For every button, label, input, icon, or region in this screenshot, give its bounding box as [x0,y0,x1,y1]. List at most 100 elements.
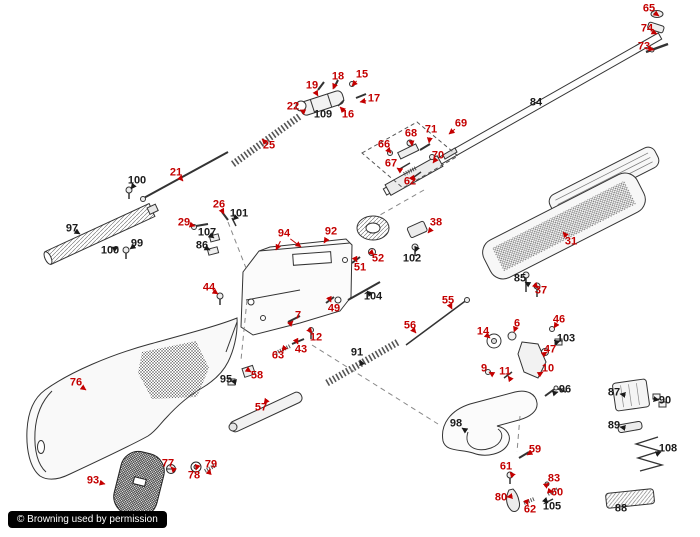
leader-line-62 [523,498,529,506]
part-label-83: 83 [547,472,561,485]
part-label-68: 68 [404,127,418,140]
part-label-26: 26 [212,198,226,211]
leader-line-11 [508,375,514,383]
leader-line-65 [652,10,660,16]
leader-line-51 [351,255,357,263]
part-label-57: 57 [254,401,268,414]
leader-line-100 [131,182,137,190]
leader-line-71 [426,137,433,144]
part-label-62: 62 [403,175,417,188]
part-label-91: 91 [350,346,364,359]
leader-line-47 [540,352,548,358]
leader-lines [73,10,662,506]
leader-line-85 [524,282,532,288]
leader-line-52 [367,248,375,256]
leader-line-57 [264,397,270,405]
part-label-61: 61 [499,460,513,473]
leader-line-83 [542,483,550,489]
leader-line-93 [98,479,106,486]
part-label-25: 25 [262,139,276,152]
hammer-sear-group [486,327,567,397]
part-label-94: 94 [277,227,291,240]
part-label-67: 67 [384,157,398,170]
leader-line-94 [276,241,282,251]
leader-line-29 [188,221,196,228]
leader-line-66 [385,146,391,154]
part-label-38: 38 [429,216,443,229]
leader-line-21 [177,174,183,182]
part-label-78: 78 [187,469,201,482]
leader-line-19 [312,89,318,97]
part-label-97: 97 [65,222,79,235]
leader-line-43 [292,337,298,345]
part-label-74: 74 [640,22,654,35]
part-label-9: 9 [480,362,488,375]
leader-line-10 [536,372,544,378]
part-label-51: 51 [353,261,367,274]
part-label-15: 15 [355,68,369,81]
leader-line-7 [286,320,294,328]
leader-line-44 [211,288,219,294]
part-label-21: 21 [169,166,183,179]
part-label-90: 90 [658,394,672,407]
part-label-105: 105 [542,500,562,513]
leader-line-103 [553,339,561,346]
leader-line-18 [332,82,338,90]
part-label-37: 37 [534,284,548,297]
part-label-63: 63 [271,349,285,362]
part-label-22: 22 [286,100,300,113]
part-label-84: 84 [529,96,543,109]
part-label-44: 44 [202,281,216,294]
leader-line-12 [306,326,312,334]
part-label-43: 43 [294,343,308,356]
leader-line-26 [218,207,224,215]
leader-line-105 [541,496,549,504]
recoil-spring [233,116,300,164]
leader-line-92 [324,236,330,244]
part-label-6: 6 [513,317,521,330]
bolt-assembly [296,80,366,116]
part-label-16: 16 [341,108,355,121]
leader-line-14 [483,332,491,338]
forearm [478,144,662,297]
part-label-101: 101 [229,207,249,220]
part-label-102: 102 [402,252,422,265]
part-label-93: 93 [86,474,100,487]
part-label-70: 70 [431,149,445,162]
part-label-55: 55 [441,294,455,307]
construction-lines [228,190,520,452]
part-label-19: 19 [305,79,319,92]
part-label-60: 60 [550,486,564,499]
part-label-56: 56 [403,319,417,332]
leader-line-61 [510,471,516,479]
part-label-10: 10 [541,362,555,375]
leader-line-56 [410,326,416,334]
part-label-58: 58 [250,369,264,382]
leader-line-31 [563,231,569,239]
leader-line-79 [205,468,212,476]
part-label-71: 71 [424,123,438,136]
part-label-80: 80 [494,491,508,504]
leader-line-97 [73,228,81,234]
leader-line-46 [554,321,560,329]
barrel-collar [357,216,428,256]
receiver [241,239,352,335]
part-label-7: 7 [294,309,302,322]
leader-line-78 [194,463,201,471]
part-label-99: 99 [130,237,144,250]
part-label-49: 49 [327,302,341,315]
part-label-100: 100 [100,244,120,257]
part-label-79: 79 [204,458,218,471]
part-label-11: 11 [499,365,511,378]
part-label-95: 95 [219,373,233,386]
part-label-92: 92 [324,225,338,238]
leader-line-38 [428,226,434,234]
part-label-104: 104 [363,290,383,303]
trigger-guard [443,391,538,455]
copyright-badge: © Browning used by permission [8,511,167,528]
leader-line-60 [546,487,554,494]
part-label-76: 76 [69,376,83,389]
action-spring-parts [228,298,469,434]
